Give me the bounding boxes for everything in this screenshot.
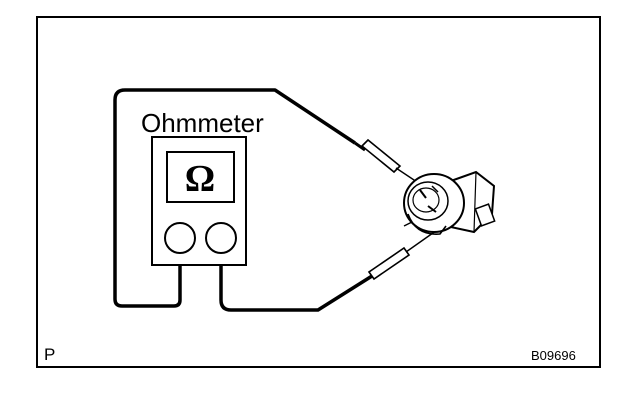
ohmmeter-label: Ohmmeter: [141, 108, 264, 138]
right-terminal: [205, 222, 237, 254]
figure-reference-number: B09696: [531, 348, 576, 363]
lower-probe: [367, 227, 441, 281]
lower-test-lead: [219, 265, 373, 312]
figure-corner-code: P: [44, 345, 56, 364]
diagram-frame: [36, 16, 601, 368]
sensor-component: [403, 170, 496, 235]
ohm-symbol: Ω: [185, 158, 215, 200]
left-terminal: [164, 222, 196, 254]
ohmmeter-display: [166, 151, 235, 203]
upper-test-lead: [113, 88, 356, 308]
